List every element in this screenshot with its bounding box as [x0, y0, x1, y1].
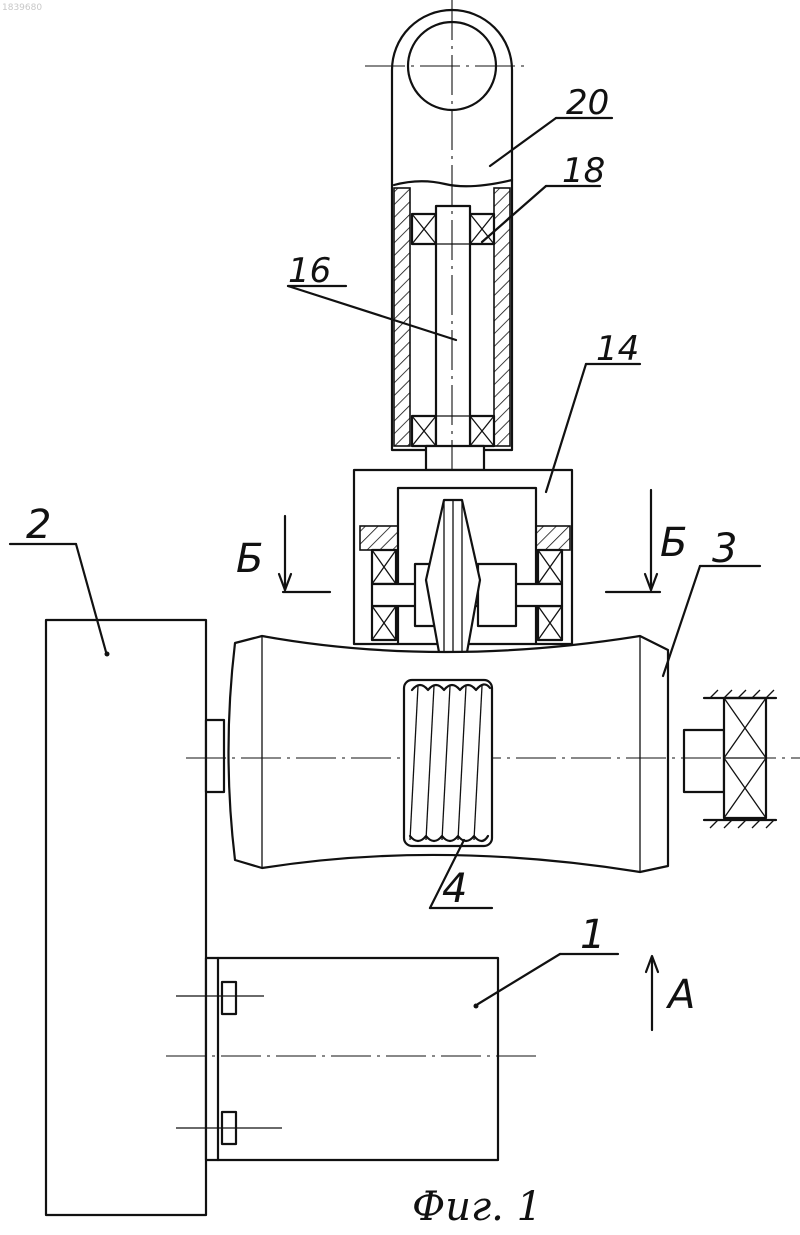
label-18: 18: [562, 151, 605, 191]
label-14: 14: [596, 329, 639, 369]
label-16: 16: [288, 251, 331, 291]
motor-1: [166, 958, 540, 1160]
block-2: [46, 620, 206, 1215]
label-view-a: A: [665, 972, 695, 1018]
label-1: 1: [580, 912, 605, 958]
figure-caption: Фиг. 1: [412, 1184, 542, 1230]
view-arrow-a: [646, 956, 658, 1030]
label-20: 20: [566, 83, 609, 123]
label-4: 4: [442, 866, 467, 912]
label-3: 3: [712, 526, 737, 572]
document-id: 1839680: [2, 3, 42, 13]
label-2: 2: [26, 502, 51, 548]
label-section-b-right: Б: [660, 520, 687, 566]
thread-4: [404, 680, 492, 846]
label-section-b-left: Б: [236, 536, 263, 582]
